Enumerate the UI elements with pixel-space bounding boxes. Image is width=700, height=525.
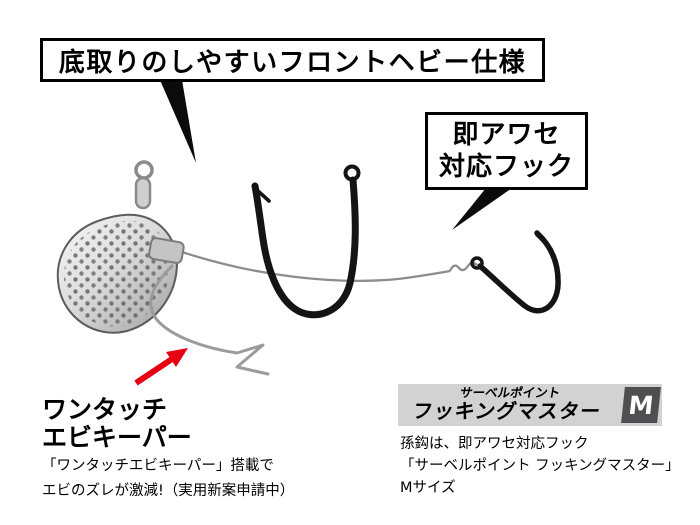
main-hook-barb [255,188,271,203]
shrimp-keeper-wire [149,264,270,376]
hook-note-line2: 「サーベルポイント フッキングマスター」 [400,457,680,474]
keeper-title-line1: ワンタッチ [42,395,168,424]
callout-front-heavy-text: 底取りのしやすいフロントヘビー仕様 [58,47,527,78]
sinker-head-dimples [64,220,171,327]
callout-quick-hookset-line2: 対応フック [438,152,574,182]
keeper-title-line2: エビキーパー [42,423,192,452]
assist-hook [477,230,561,314]
leader-line [181,250,451,282]
keeper-description-line1: 「ワンタッチエビキーパー」搭載で [42,458,274,474]
hook-note: 孫鈎は、即アワセ対応フック 「サーベルポイント フッキングマスター」 Mサイズ [400,434,680,499]
keeper-description: 「ワンタッチエビキーパー」搭載で エビのズレが激減!（実用新案申請中） [42,454,294,504]
callout-front-heavy: 底取りのしやすいフロントヘビー仕様 [40,38,545,82]
hook-note-line3: Mサイズ [400,479,456,496]
hook-product-label: フッキングマスター [410,399,604,424]
hook-brand-label: サーベルポイント [458,385,562,400]
keeper-title: ワンタッチ エビキーパー [42,396,192,452]
red-arrow-shaft [134,356,174,386]
line-crimp [448,261,478,272]
callout-pointer-front-heavy [160,80,196,163]
assist-hook-barb [535,233,549,247]
sinker-head [56,213,179,334]
red-arrow-head [166,348,188,367]
callout-quick-hookset: 即アワセ 対応フック [425,112,588,190]
hook-note-line1: 孫鈎は、即アワセ対応フック [400,436,589,452]
callout-quick-hookset-line1: 即アワセ [452,119,561,150]
hook-size-badge: M [621,387,661,423]
hook-product-banner: サーベルポイント フッキングマスター M [398,384,662,426]
hook-product-banner-text: サーベルポイント フッキングマスター [395,385,622,424]
main-hook-eye [343,164,361,182]
swivel-barrel [134,176,152,210]
main-hook [251,176,359,319]
swivel-ring [134,160,154,180]
keeper-description-line2: エビのズレが激減!（実用新案申請中） [42,482,295,499]
callout-pointer-hook [452,188,512,230]
line-fitting [148,237,185,264]
assist-hook-eye [470,256,484,270]
